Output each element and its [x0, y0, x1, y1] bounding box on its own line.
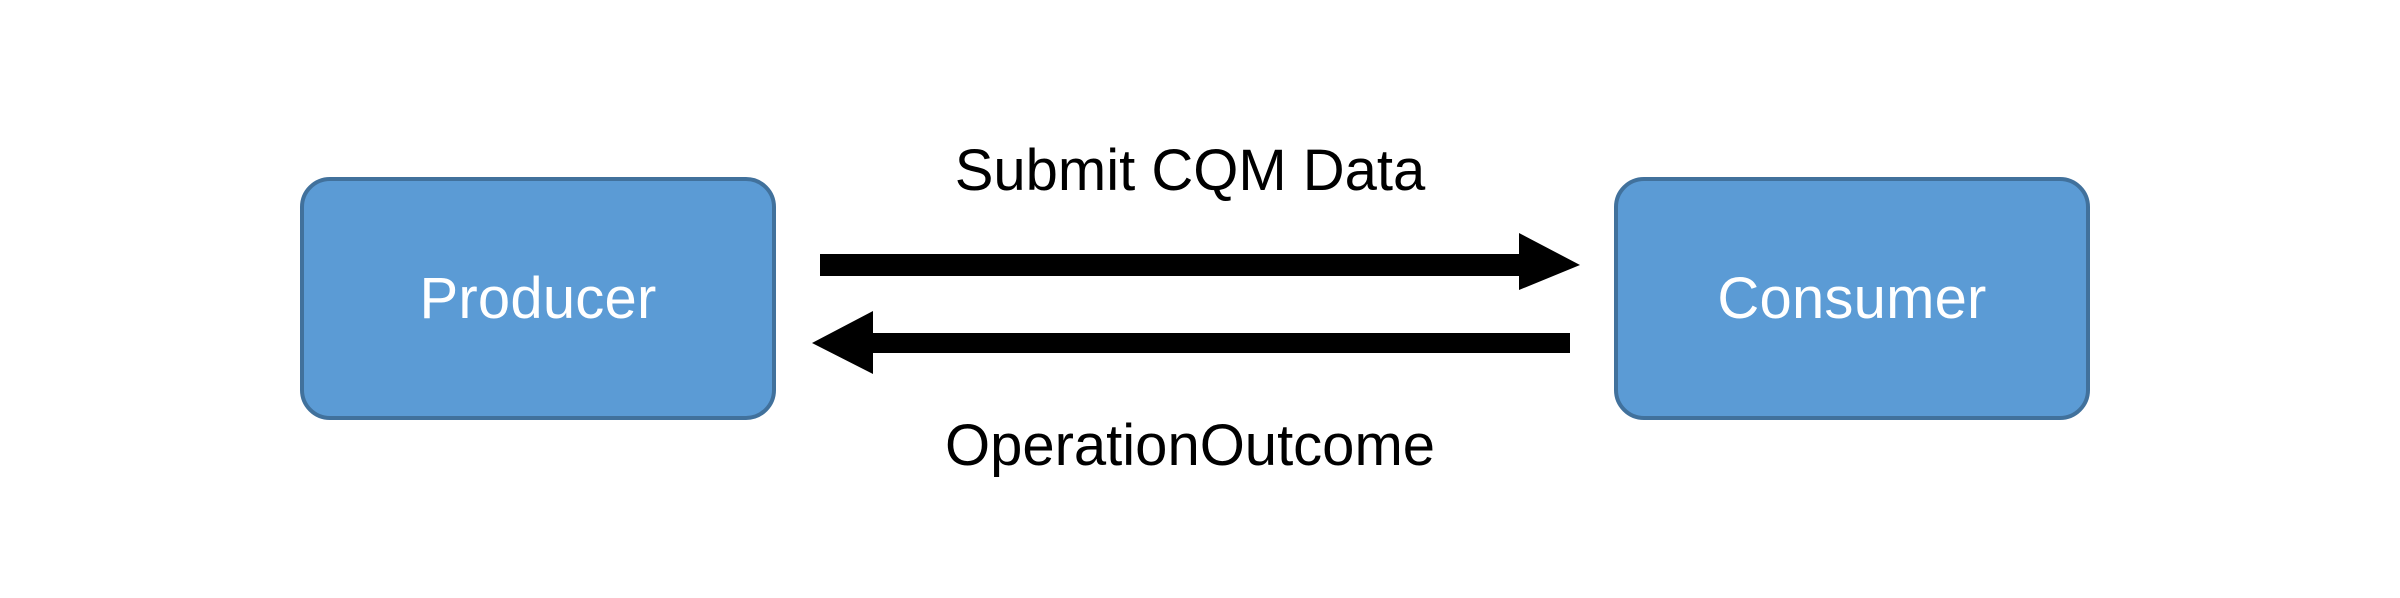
- arrow-submit-cqm-data-shape: [820, 233, 1580, 290]
- node-producer[interactable]: Producer: [300, 177, 776, 420]
- arrow-operation-outcome-shape: [812, 311, 1570, 374]
- node-consumer-label: Consumer: [1717, 265, 1987, 331]
- arrow-submit-cqm-data: [820, 233, 1580, 290]
- node-producer-label: Producer: [419, 265, 657, 331]
- arrow-operation-outcome: [812, 311, 1570, 374]
- edge-label-operation-outcome: OperationOutcome: [944, 413, 1436, 478]
- node-consumer[interactable]: Consumer: [1614, 177, 2090, 420]
- edge-label-submit-cqm-data: Submit CQM Data: [954, 138, 1426, 203]
